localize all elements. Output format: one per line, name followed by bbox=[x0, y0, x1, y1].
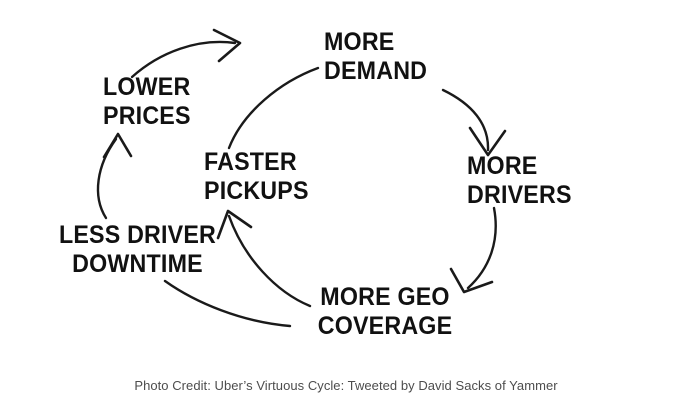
node-label-more-drivers: MORE DRIVERS bbox=[467, 152, 572, 209]
edge-downtime-to-prices bbox=[96, 132, 133, 220]
edge-pickups-to-demand bbox=[227, 66, 320, 150]
node-label-lower-prices: LOWER PRICES bbox=[103, 73, 191, 130]
edge-geo-to-downtime bbox=[163, 279, 292, 328]
photo-credit-caption: Photo Credit: Uber’s Virtuous Cycle: Twe… bbox=[134, 378, 558, 393]
edge-demand-to-drivers bbox=[441, 88, 507, 157]
edge-prices-to-demand bbox=[130, 28, 242, 79]
edge-drivers-to-geo bbox=[449, 206, 497, 294]
node-label-more-geo-coverage: MORE GEO COVERAGE bbox=[317, 283, 453, 340]
node-label-less-driver-downtime: LESS DRIVER DOWNTIME bbox=[58, 221, 217, 278]
node-label-faster-pickups: FASTER PICKUPS bbox=[204, 148, 309, 205]
node-label-more-demand: MORE DEMAND bbox=[324, 28, 428, 85]
edge-geo-to-pickups bbox=[216, 209, 312, 308]
